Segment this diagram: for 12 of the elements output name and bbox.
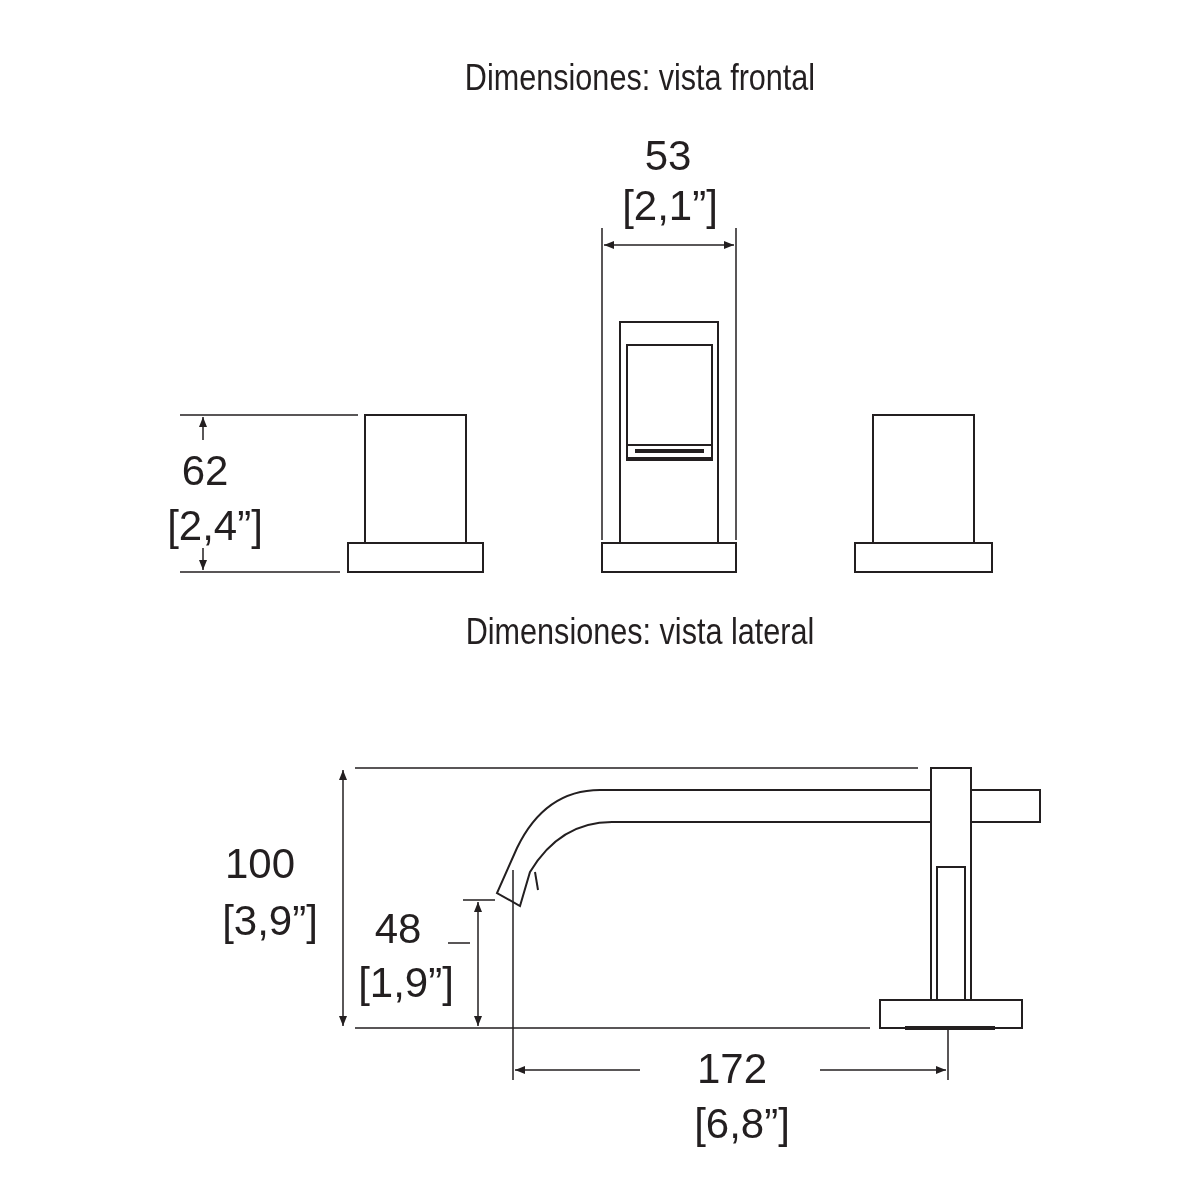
- dimension-value: 172: [696, 1048, 768, 1090]
- dimension-value: 100: [224, 843, 296, 885]
- dimension-value: 62: [181, 450, 229, 492]
- dimension-value: [2,1”]: [622, 185, 718, 227]
- view-heading: Dimensiones: vista lateral: [465, 614, 815, 650]
- dimension-value: [6,8”]: [694, 1103, 790, 1145]
- dimension-value: [2,4”]: [167, 505, 263, 547]
- dimension-value: [1,9”]: [358, 962, 454, 1004]
- dimension-value: 53: [644, 135, 692, 177]
- dimension-value: [3,9”]: [222, 900, 318, 942]
- view-heading: Dimensiones: vista frontal: [464, 60, 816, 96]
- dimension-value: 48: [374, 908, 422, 950]
